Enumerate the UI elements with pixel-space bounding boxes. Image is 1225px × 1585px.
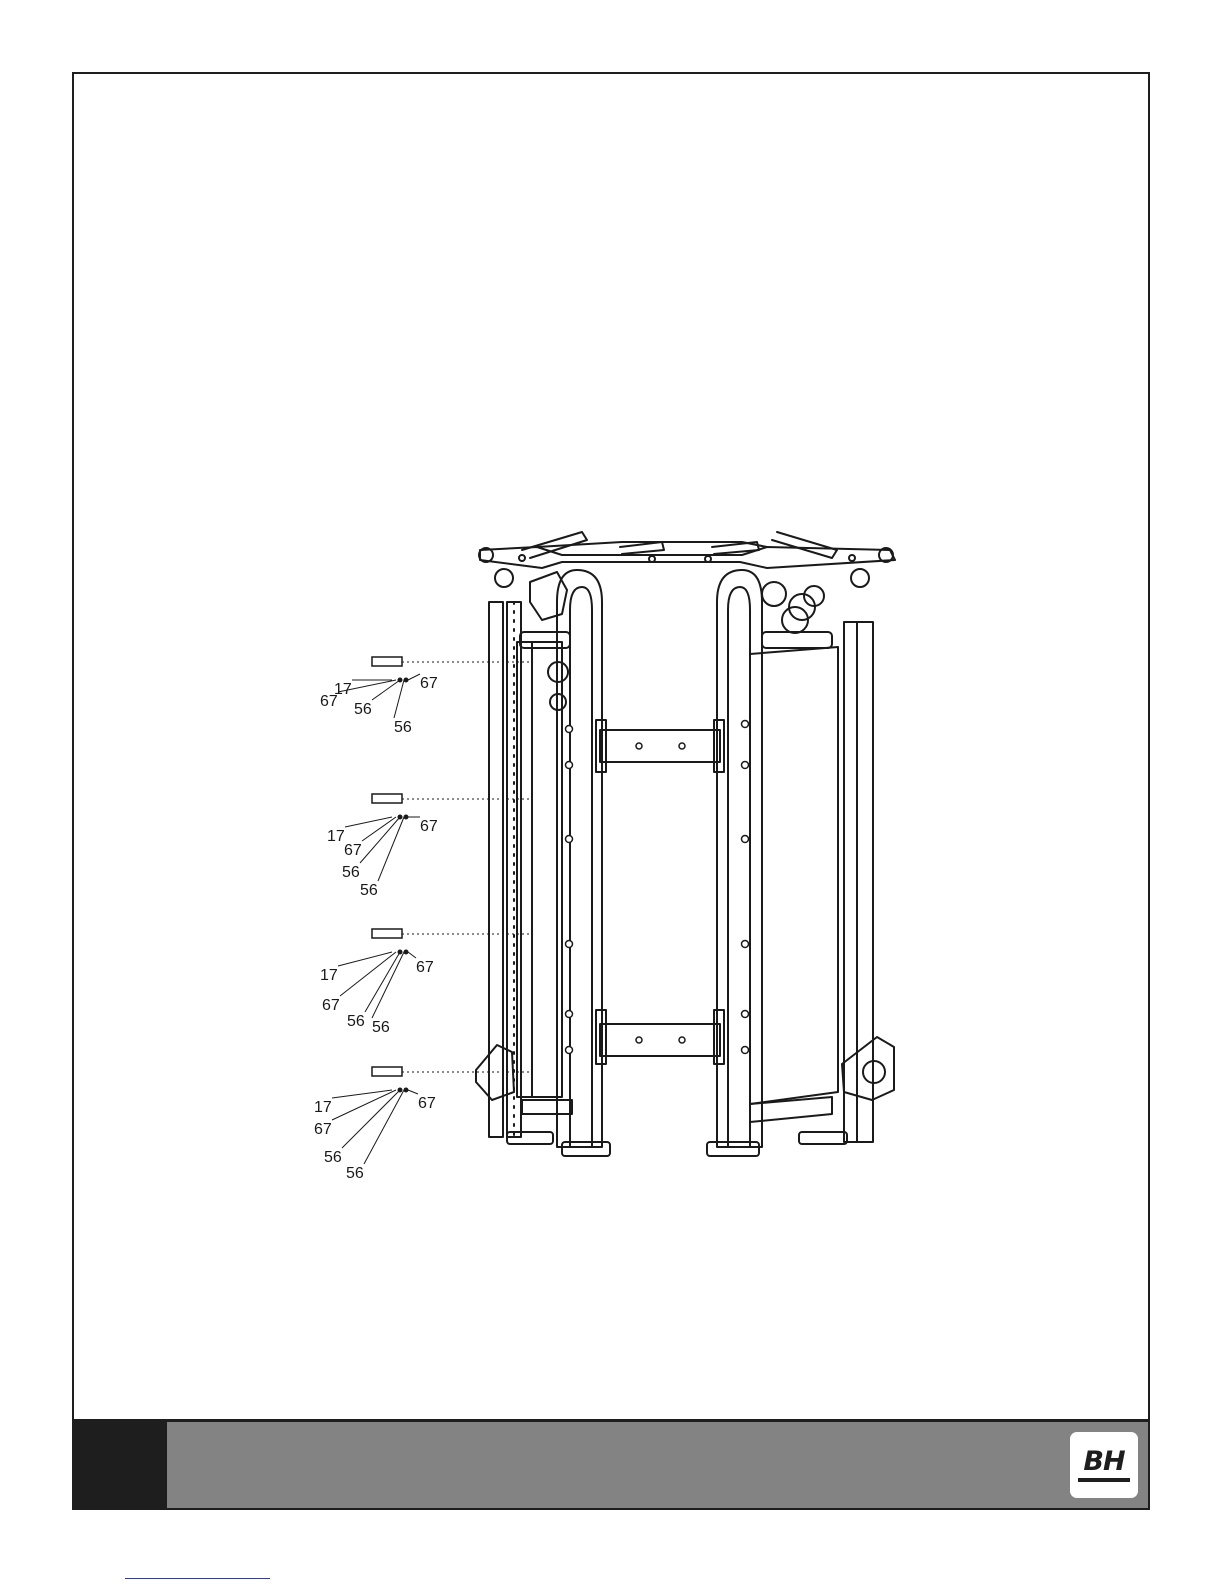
frame-bolt <box>649 556 655 562</box>
fastener-point <box>404 815 409 820</box>
callout-arrow <box>332 1090 396 1120</box>
part-label: 67 <box>344 842 362 859</box>
part-label: 56 <box>346 1165 364 1182</box>
part-label: 56 <box>360 882 378 899</box>
mounting-bracket <box>372 929 402 938</box>
callout-arrow <box>408 674 420 680</box>
fastener-point <box>398 950 403 955</box>
top-pulley-right <box>851 569 869 587</box>
part-label: 67 <box>314 1121 332 1138</box>
callout-arrow <box>338 952 392 966</box>
mounting-bracket <box>372 1067 402 1076</box>
upper-crossbar <box>600 730 720 762</box>
left-weight-tower <box>489 602 503 1137</box>
right-column-track <box>844 622 857 1142</box>
callout-arrow <box>394 680 404 718</box>
fastener-point <box>398 815 403 820</box>
left-main-arch-inner <box>570 587 592 1147</box>
part-label: 17 <box>314 1099 332 1116</box>
callout-arrow <box>408 1090 418 1094</box>
mounting-bracket <box>372 657 402 666</box>
page-number-block <box>74 1422 167 1508</box>
part-label: 56 <box>354 701 372 718</box>
bottom-link-underline <box>125 1578 270 1579</box>
right-column <box>857 622 873 1142</box>
footer-bar: BH <box>72 1419 1150 1510</box>
top-rod-left-2 <box>620 542 664 554</box>
brand-logo: BH <box>1070 1432 1138 1498</box>
foot-4 <box>799 1132 847 1144</box>
frame-bolt <box>849 555 855 561</box>
callout-arrow <box>332 1090 392 1098</box>
callout-arrow <box>345 817 392 827</box>
right-main-arch-inner <box>728 587 750 1147</box>
part-label: 56 <box>342 864 360 881</box>
callout-arrow <box>362 817 396 841</box>
top-pulley-left <box>495 569 513 587</box>
right-cross-top <box>762 632 832 648</box>
part-label: 67 <box>420 675 438 692</box>
upper-crossbar-plates <box>596 720 724 772</box>
callout-arrow <box>360 817 400 863</box>
logo-underline <box>1078 1478 1130 1482</box>
part-label: 67 <box>416 959 434 976</box>
part-label: 67 <box>322 997 340 1014</box>
foot-3 <box>707 1142 759 1156</box>
lower-crossbar <box>600 1024 720 1056</box>
callout-arrow <box>364 1090 404 1164</box>
part-label: 17 <box>320 967 338 984</box>
fastener-point <box>398 1088 403 1093</box>
left-column-track <box>517 642 532 1097</box>
low-pulley-bracket-right <box>842 1037 894 1100</box>
part-label: 67 <box>418 1095 436 1112</box>
part-label: 67 <box>320 693 338 710</box>
part-label: 56 <box>324 1149 342 1166</box>
top-rod-right-2 <box>772 532 837 558</box>
fastener-point <box>404 1088 409 1093</box>
callout-arrow <box>372 952 404 1018</box>
part-label: 67 <box>420 818 438 835</box>
part-label: 56 <box>347 1013 365 1030</box>
fastener-point <box>404 950 409 955</box>
right-cover-panel <box>750 647 838 1104</box>
logo-text: BH <box>1070 1446 1138 1477</box>
part-label: 17 <box>327 828 345 845</box>
callout-arrow <box>365 952 400 1012</box>
part-label: 56 <box>394 719 412 736</box>
callout-arrow <box>408 952 416 958</box>
fastener-point <box>404 678 409 683</box>
callout-arrow <box>372 680 400 700</box>
fastener-point <box>398 678 403 683</box>
top-pulley-right-a <box>762 582 786 606</box>
part-label: 56 <box>372 1019 390 1036</box>
mounting-bracket <box>372 794 402 803</box>
frame-bolt <box>519 555 525 561</box>
callout-arrow <box>342 1090 400 1148</box>
callout-group: 17 67 56 56 67 <box>320 929 532 1036</box>
frame-bolt <box>705 556 711 562</box>
left-bottom-rail <box>522 1100 572 1114</box>
